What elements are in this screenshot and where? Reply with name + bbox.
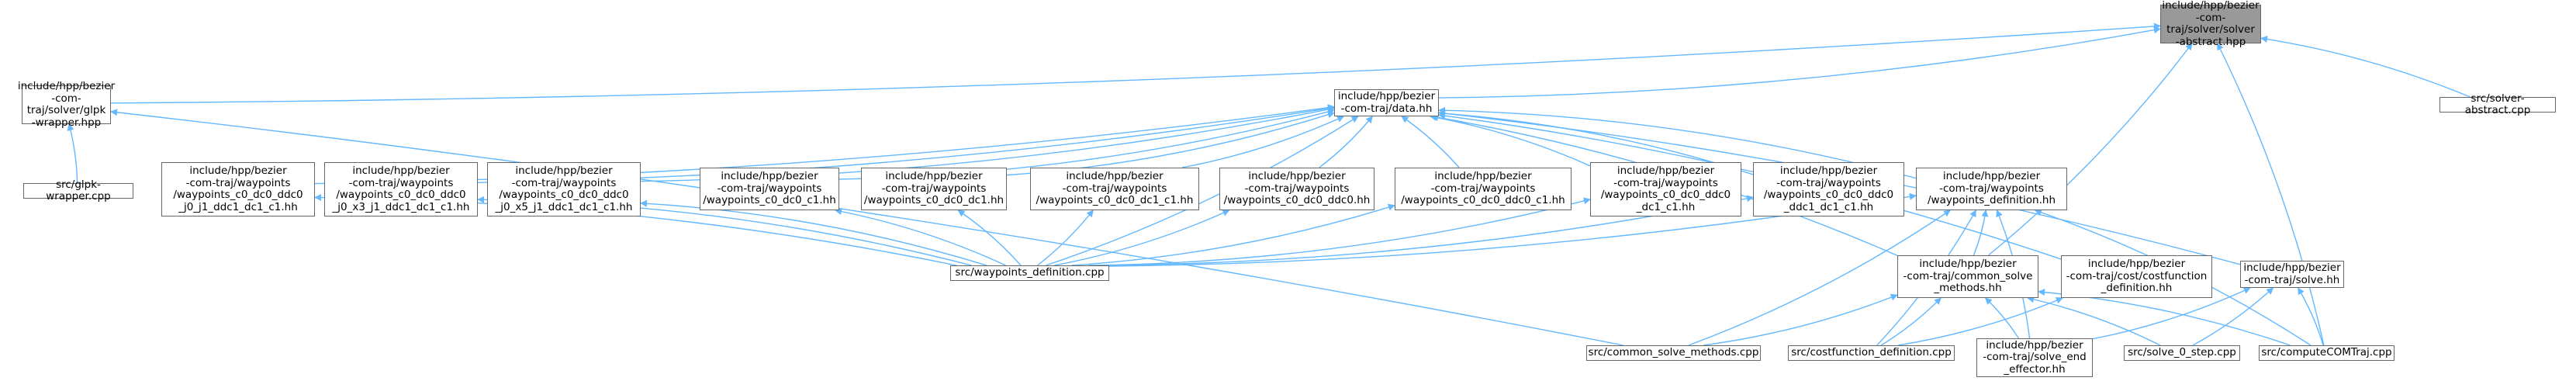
node-glpk-wrapper-hpp[interactable]: include/hpp/bezier -com-traj/solver/glpk… (17, 80, 116, 129)
edge-solve-0-step-cpp-to-solve-hh (2192, 287, 2274, 346)
edge-compute-com-traj-cpp-to-solve-hh (2298, 287, 2324, 346)
node-solver-abstract-hpp[interactable]: include/hpp/bezier -com-traj/solver/solv… (2160, 0, 2261, 47)
edge-solver-abstract-cpp-to-solver-abstract-hpp (2260, 36, 2471, 98)
edge-compute-com-traj-cpp-to-common-solve-methods-hh (2038, 289, 2291, 346)
edge-waypoints-definition-cpp-to-data-hh (1046, 116, 1359, 266)
node-data-hh[interactable]: include/hpp/bezier -com-traj/data.hh (1334, 89, 1439, 116)
edge-waypoints-definition-cpp-to-wp-c0-dc0-c1 (835, 208, 1006, 266)
edge-costfunction-definition-cpp-to-costfunction-definition-hh (1898, 297, 2063, 346)
node-costfunction-definition-hh[interactable]: include/hpp/bezier -com-traj/cost/costfu… (2061, 255, 2212, 298)
node-common-solve-methods-hh[interactable]: include/hpp/bezier -com-traj/common_solv… (1897, 255, 2038, 298)
node-wp-c0-dc0-dc1[interactable]: include/hpp/bezier -com-traj/waypoints /… (861, 168, 1007, 210)
node-wp-c0-dc0-c1[interactable]: include/hpp/bezier -com-traj/waypoints /… (700, 168, 839, 210)
node-glpk-wrapper-cpp[interactable]: src/glpk-wrapper.cpp (23, 178, 133, 203)
edge-wp-ddc0-dc1-c1-to-data-hh (1430, 114, 1591, 167)
edge-data-hh-to-solver-abstract-hpp (1438, 26, 2161, 99)
edge-common-solve-methods-cpp-to-glpk-wrapper-hpp (110, 109, 1623, 346)
edge-waypoints-definition-cpp-to-wp-c0-dc0-dc1 (957, 210, 1022, 266)
edge-costfunction-definition-cpp-to-common-solve-methods-hh (1880, 297, 1942, 346)
edge-glpk-wrapper-cpp-to-glpk-wrapper-hpp (67, 123, 78, 184)
node-compute-com-traj-cpp[interactable]: src/computeCOMTraj.cpp (2259, 345, 2394, 361)
node-waypoints-definition-cpp[interactable]: src/waypoints_definition.cpp (950, 265, 1109, 281)
edge-common-solve-methods-hh-to-wp-definition-hh (1973, 210, 1989, 256)
edge-waypoints-definition-cpp-to-wp-ddc0-dc1-c1 (1088, 197, 1591, 266)
edge-wp-c0-dc0-ddc0-to-data-hh (1319, 116, 1373, 168)
node-wp-j0-j1[interactable]: include/hpp/bezier -com-traj/waypoints /… (161, 162, 315, 216)
edge-glpk-wrapper-hpp-to-solver-abstract-hpp (110, 23, 2161, 104)
node-wp-c0-dc0-dc1-c1[interactable]: include/hpp/bezier -com-traj/waypoints /… (1030, 168, 1199, 210)
node-wp-ddc0-dc1-c1[interactable]: include/hpp/bezier -com-traj/waypoints /… (1590, 162, 1741, 216)
edge-wp-c0-dc0-dc1-c1-to-data-hh (1181, 116, 1345, 168)
node-wp-c0-dc0-ddc0-c1[interactable]: include/hpp/bezier -com-traj/waypoints /… (1395, 168, 1572, 210)
edge-compute-com-traj-cpp-to-solver-abstract-hpp (2217, 43, 2325, 346)
edge-waypoints-definition-cpp-to-wp-c0-dc0-ddc0-c1 (1071, 203, 1395, 266)
node-wp-j0-x3-j1[interactable]: include/hpp/bezier -com-traj/waypoints /… (324, 162, 478, 216)
node-solve-end-effector-hh[interactable]: include/hpp/bezier -com-traj/solve_end _… (1976, 338, 2093, 377)
edge-wp-definition-hh-to-data-hh (1438, 106, 1917, 179)
node-common-solve-methods-cpp[interactable]: src/common_solve_methods.cpp (1586, 345, 1761, 361)
edge-common-solve-methods-hh-to-solver-abstract-hpp (1987, 43, 2193, 256)
edge-wp-ddc0-ddc1-dc1-c1-to-data-hh (1438, 109, 1754, 175)
node-solve-0-step-cpp[interactable]: src/solve_0_step.cpp (2124, 345, 2240, 361)
edge-wp-c0-dc0-ddc0-c1-to-data-hh (1401, 116, 1460, 168)
node-wp-c0-dc0-ddc0[interactable]: include/hpp/bezier -com-traj/waypoints /… (1219, 168, 1374, 210)
edge-common-solve-methods-cpp-to-common-solve-methods-hh (1703, 293, 1898, 346)
node-costfunction-definition-cpp[interactable]: src/costfunction_definition.cpp (1788, 345, 1955, 361)
node-solve-hh[interactable]: include/hpp/bezier -com-traj/solve.hh (2240, 261, 2344, 288)
edge-solve-end-effector-hh-to-solve-hh (2092, 287, 2251, 340)
edge-common-solve-methods-cpp-to-wp-definition-hh (1688, 210, 1951, 346)
edge-solve-end-effector-hh-to-common-solve-methods-hh (1984, 297, 2020, 339)
node-solver-abstract-cpp[interactable]: src/solver-abstract.cpp (2439, 92, 2556, 116)
edge-waypoints-definition-cpp-to-wp-c0-dc0-dc1-c1 (1037, 210, 1094, 266)
node-wp-definition-hh[interactable]: include/hpp/bezier -com-traj/waypoints /… (1916, 168, 2067, 210)
node-wp-ddc0-ddc1-dc1-c1[interactable]: include/hpp/bezier -com-traj/waypoints /… (1753, 162, 1904, 216)
edge-waypoints-definition-cpp-to-wp-c0-dc0-ddc0 (1054, 210, 1230, 266)
node-wp-j0-x5-j1[interactable]: include/hpp/bezier -com-traj/waypoints /… (487, 162, 641, 216)
edge-solve-0-step-cpp-to-common-solve-methods-hh (2027, 296, 2161, 346)
edge-waypoints-definition-cpp-to-wp-j0-x5-j1 (640, 199, 987, 266)
